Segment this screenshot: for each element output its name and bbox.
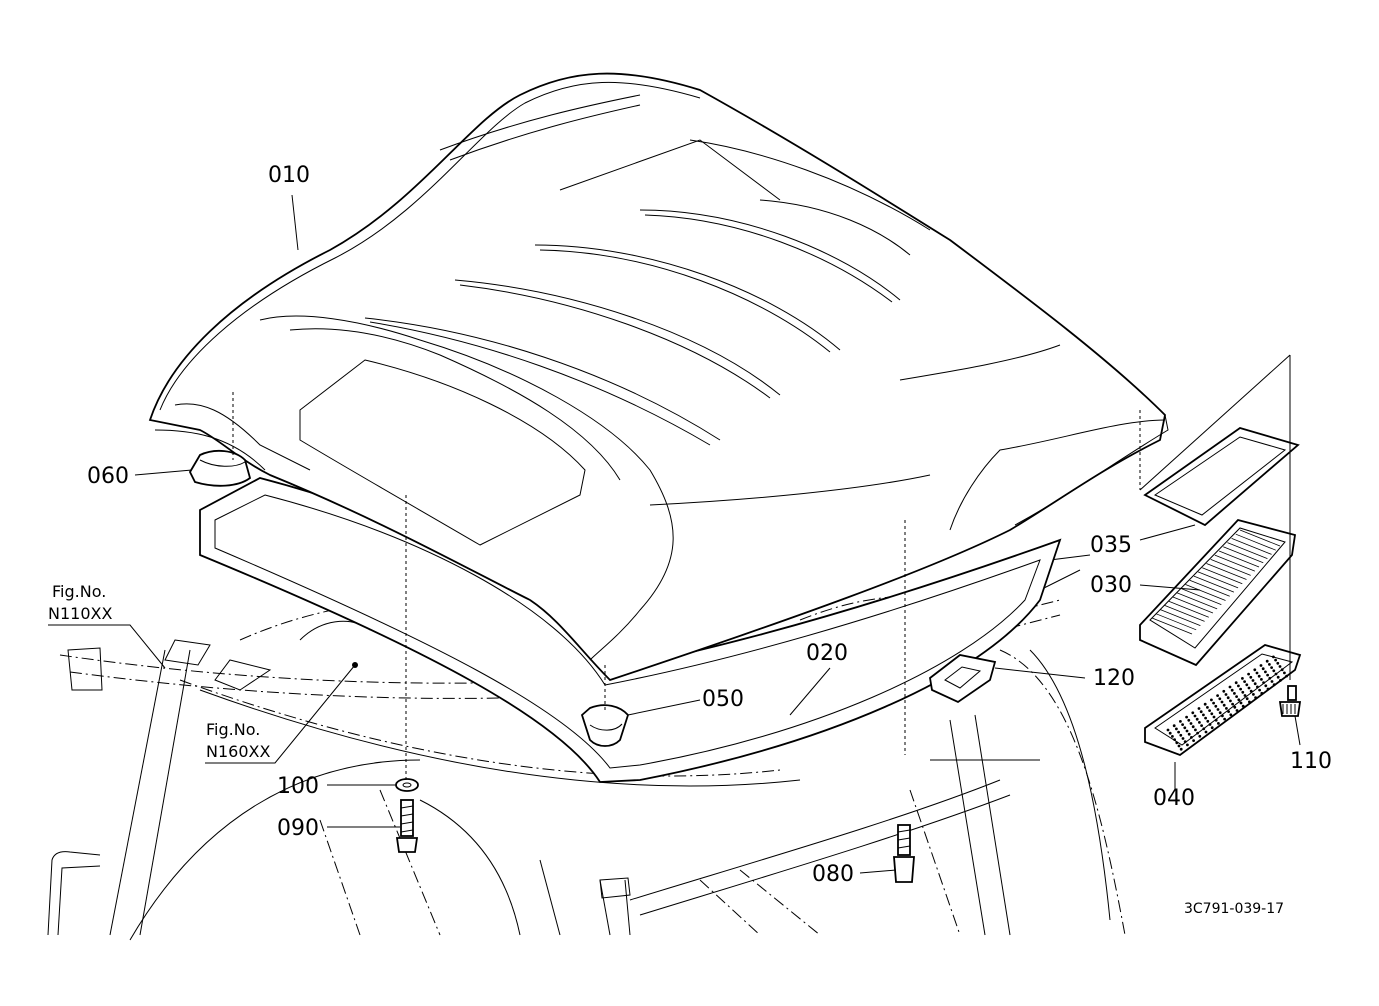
callout-060: 060 [87,464,129,489]
callout-120: 120 [1093,666,1135,691]
callout-040: 040 [1153,786,1195,811]
callout-labels: 010 020 030 035 040 050 060 080 090 100 … [87,163,1332,887]
drawing-code: 3C791-039-17 [1184,901,1284,917]
cover-040 [1144,644,1302,757]
fig-ref-2-line1: Fig.No. [206,720,260,739]
washer-100 [395,778,419,792]
filter-030 [1139,518,1297,667]
figure-references: Fig.No. N110XX Fig.No. N160XX [48,582,270,761]
callout-110: 110 [1290,749,1332,774]
callout-080: 080 [812,862,854,887]
fig-ref-2-line2: N160XX [206,742,270,761]
callout-035: 035 [1090,533,1132,558]
callout-090: 090 [277,816,319,841]
gasket-035 [1143,427,1300,527]
callout-050: 050 [702,687,744,712]
callout-100: 100 [277,774,319,799]
leader-lines [48,194,1301,874]
fig-ref-1-line2: N110XX [48,604,112,623]
knob-110 [1278,685,1302,717]
cab-frame [47,529,1126,941]
alignment-lines [232,354,1291,780]
callout-030: 030 [1090,573,1132,598]
handle-120 [929,654,997,704]
roof-shell-010 [148,72,1169,682]
stopper-050 [580,704,630,747]
bolt-080 [893,824,915,883]
fig-ref-1-line1: Fig.No. [52,582,106,601]
stopper-060 [188,449,252,487]
callout-010: 010 [268,163,310,188]
bolt-090 [395,799,419,853]
callout-020: 020 [806,641,848,666]
